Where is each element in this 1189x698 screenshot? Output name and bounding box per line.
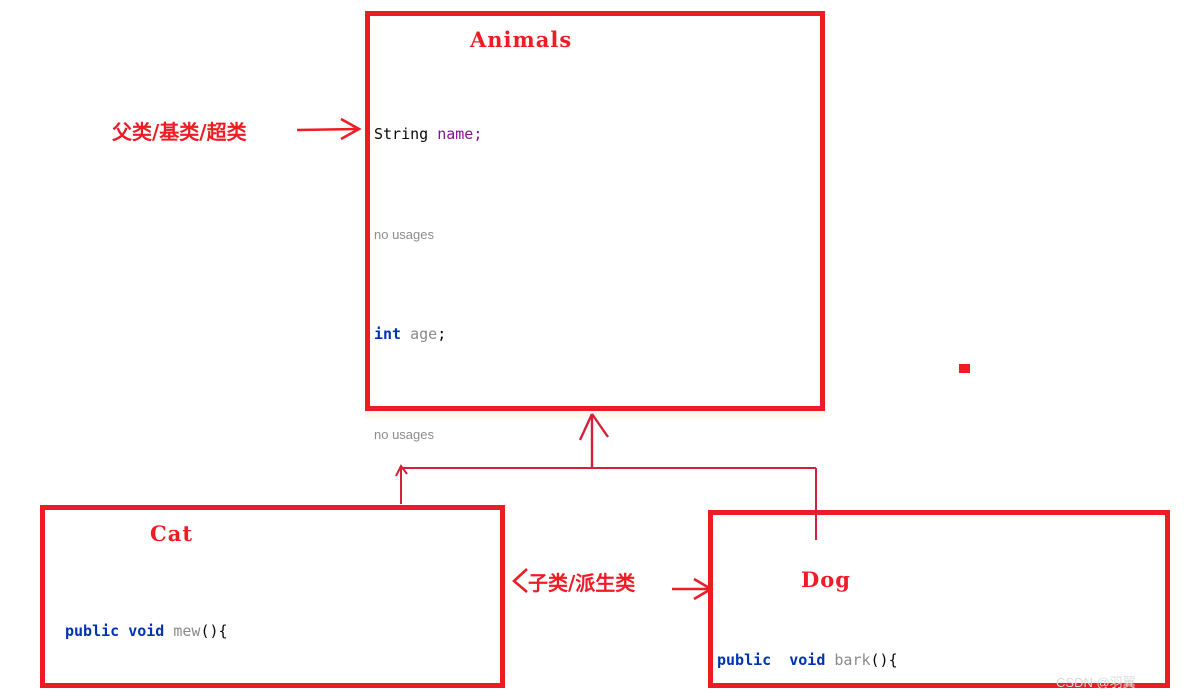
class-title-dog: Dog [801,567,851,592]
arrow-parent-annotation [296,117,362,141]
annotation-child-class: 子类/派生类 [528,571,636,595]
code-line-field-age: int age; [374,325,447,343]
token-field-age: age [410,325,438,343]
token-modifier-public-void-bark: public void [717,651,835,669]
class-title-animals: Animals [470,27,573,52]
class-box-animals: Animals String name; no usages int age; … [365,11,825,642]
class-box-cat: Cat public void mew(){ System.out.printl… [40,505,505,688]
code-line-field-name: String name; [374,125,483,143]
token-field-name: name [437,125,474,143]
usage-hint-age: no usages [374,427,434,442]
code-block-cat: public void mew(){ System.out.println(th… [45,569,500,698]
class-title-cat: Cat [150,521,194,546]
token-type-string: String [374,125,429,143]
usage-hint-name: no usages [374,227,434,242]
stray-red-square-mark [959,364,970,373]
token-type-int: int [374,325,402,343]
code-line-mew-signature: public void mew(){ [65,622,228,640]
csdn-watermark: CSDN @羽翼 [1056,675,1136,690]
annotation-parent-class: 父类/基类/超类 [112,120,247,144]
class-box-dog: Dog public void bark(){ System.out.print… [708,510,1170,688]
token-method-mew: mew [173,622,201,640]
code-block-dog: public void bark(){ System.out.println(t… [713,598,1165,698]
token-modifier-public-void-mew: public void [65,622,174,640]
token-method-bark: bark [834,651,871,669]
code-line-bark-signature: public void bark(){ [717,651,898,669]
